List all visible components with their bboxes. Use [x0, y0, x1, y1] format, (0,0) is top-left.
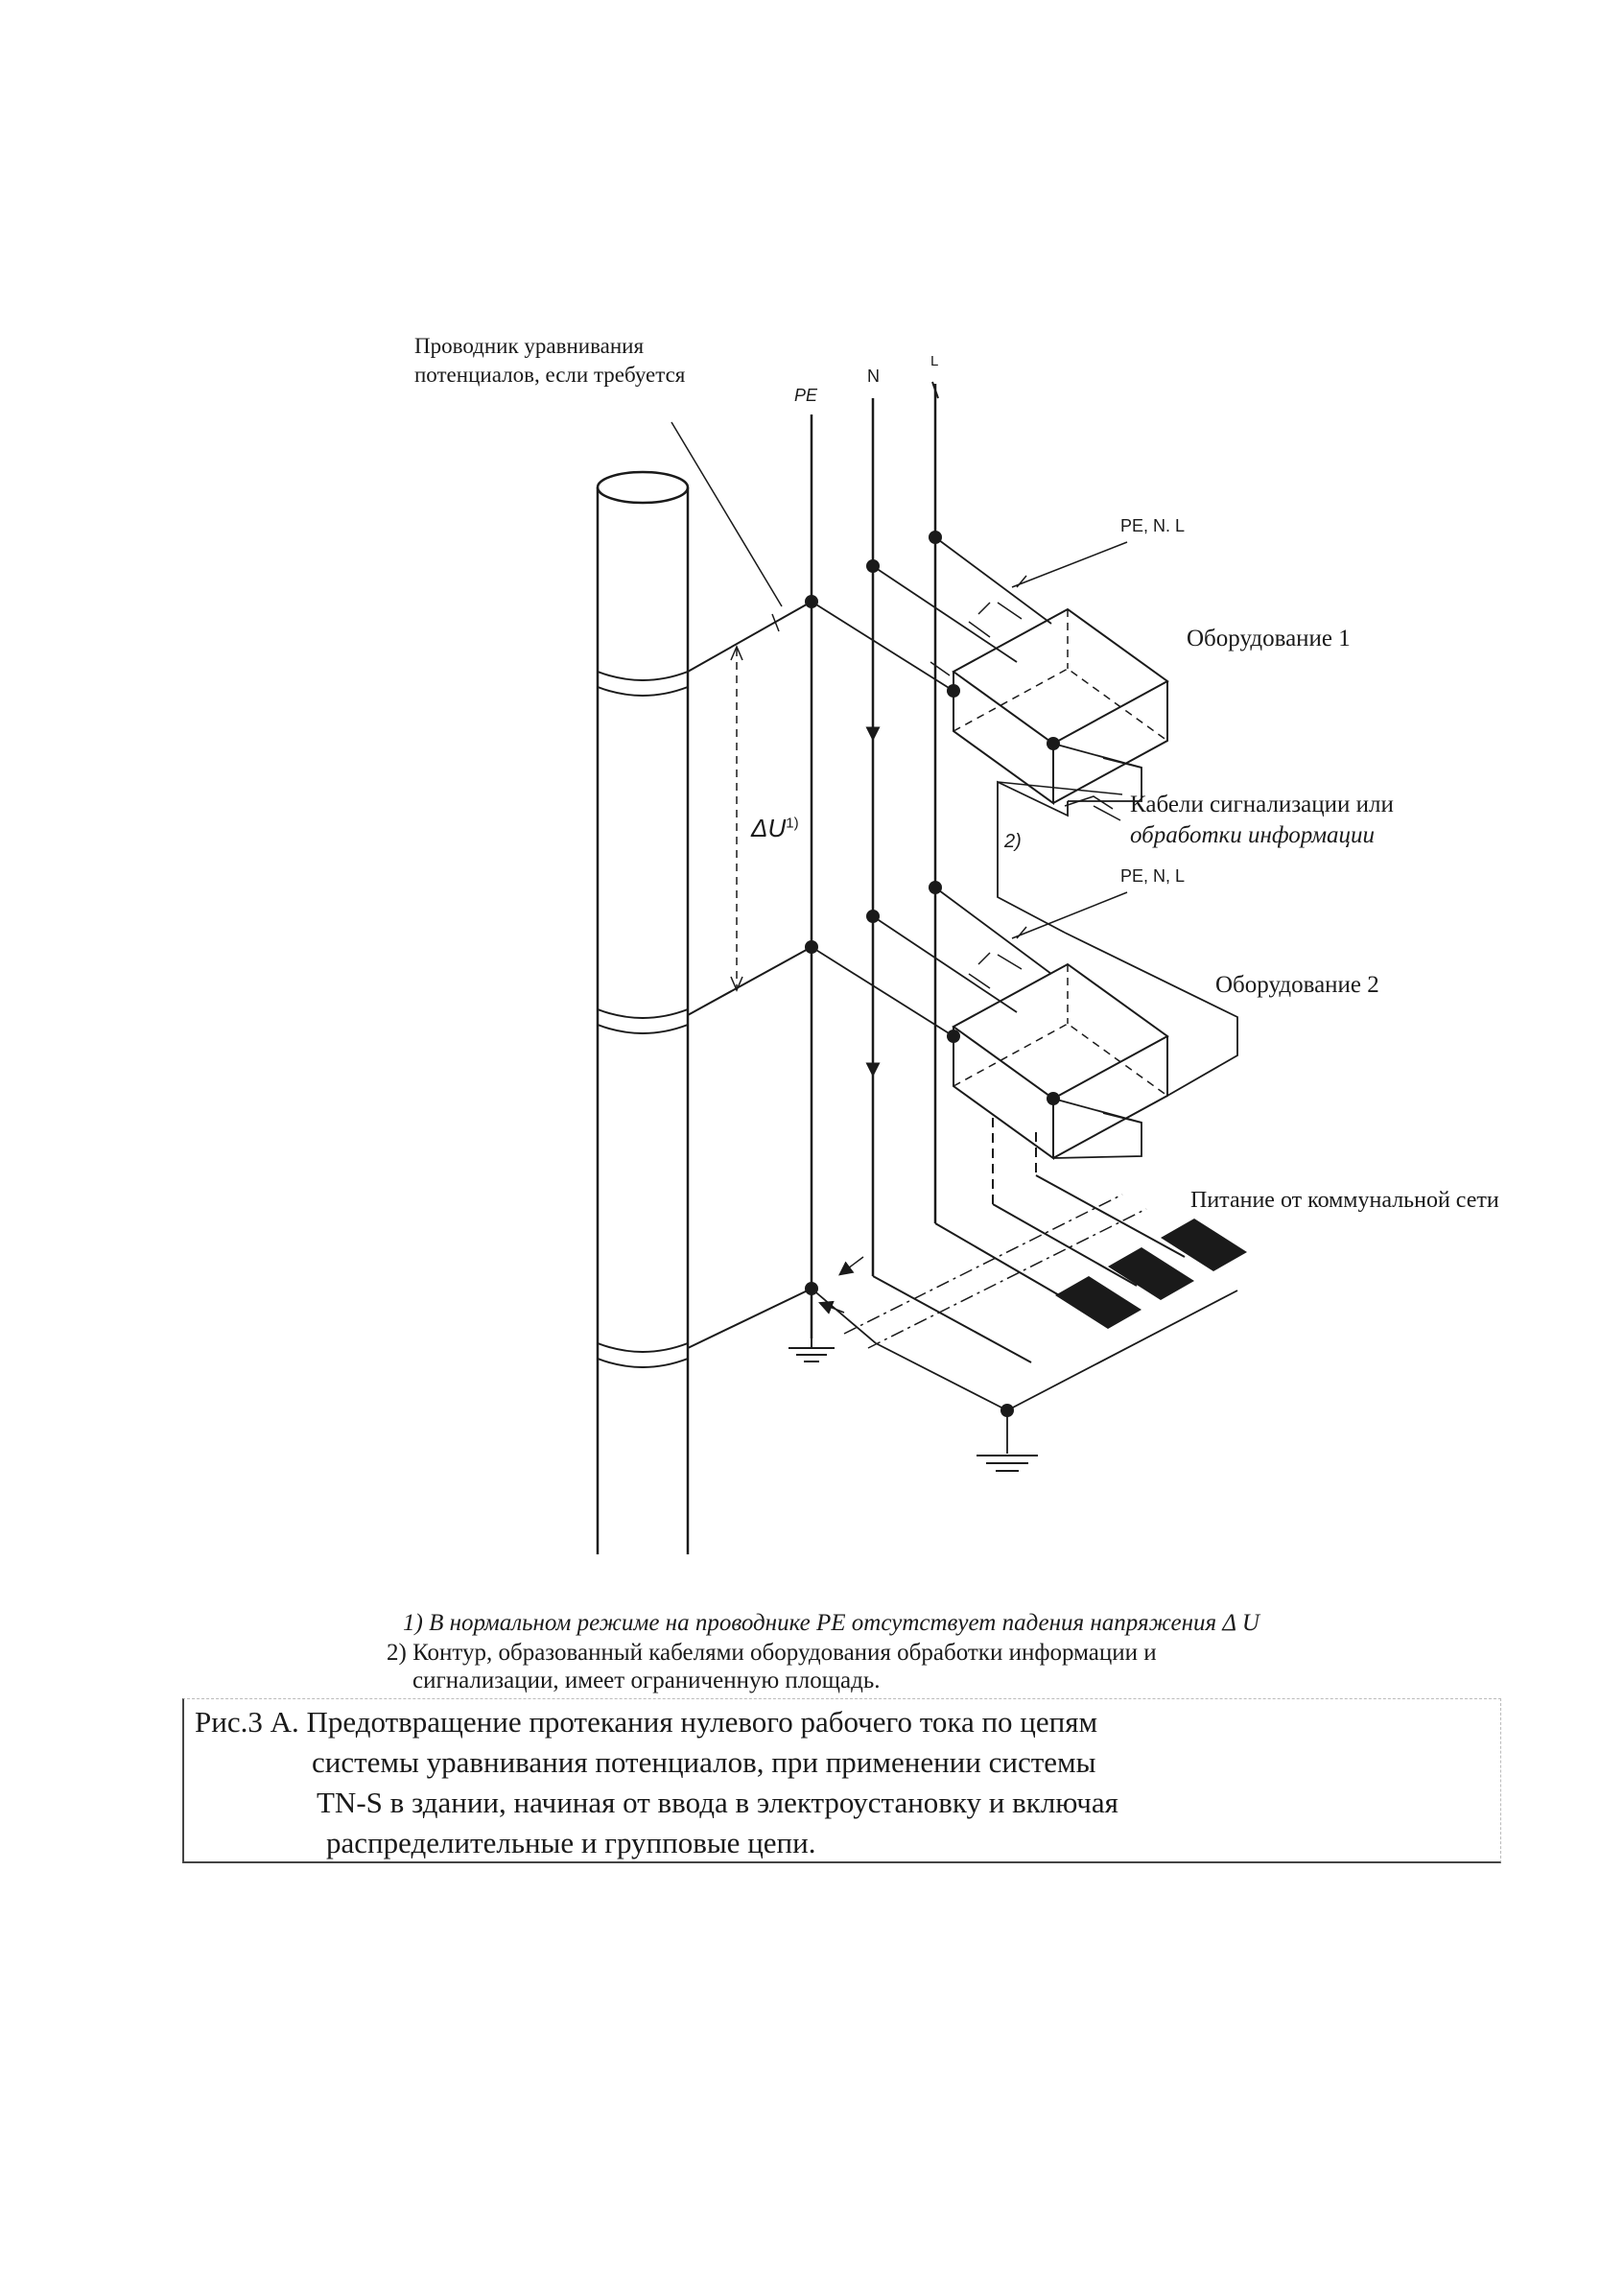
equipment-2-terminal-pe	[947, 1030, 960, 1043]
junction-pe-middle	[805, 940, 818, 954]
equalizing-conductor-label-line1: Проводник уравнивания	[414, 334, 645, 358]
pe-n-l-label-bottom: PE, N, L	[1120, 866, 1186, 886]
equipment-2-label: Оборудование 2	[1215, 972, 1379, 998]
figure-caption-line3: TN-S в здании, начиная от ввода в электр…	[317, 1786, 1118, 1819]
equalizing-conductor-label-line2: потенциалов, если требуется	[414, 363, 686, 387]
n-label: N	[867, 367, 880, 386]
junction-n-top	[866, 559, 880, 573]
column-clamp-bottom	[597, 1342, 689, 1368]
junction-pe-top	[805, 595, 818, 608]
l-conductor-tick	[931, 381, 939, 399]
signal-cables-label-line2: обработки информации	[1130, 822, 1376, 848]
junction-l-top	[929, 531, 942, 544]
pe-n-l-label-top: PE, N. L	[1120, 516, 1186, 535]
equalizing-link-top	[687, 601, 812, 673]
loop-marker-label: 2)	[1004, 831, 1022, 852]
equalizing-link-middle	[687, 946, 812, 1016]
delta-u-label: ΔU1)	[751, 814, 799, 843]
junction-star-point	[1000, 1404, 1014, 1417]
figure-caption-box	[182, 1698, 1501, 1863]
column-clamp-top	[597, 671, 689, 697]
junction-pe-bottom	[805, 1282, 818, 1295]
footnote-2-line1: 2) Контур, образованный кабелями оборудо…	[387, 1640, 1157, 1666]
building-column	[596, 470, 690, 1554]
equipment-2-terminal-signal	[1047, 1092, 1060, 1105]
utility-supply-label: Питание от коммунальной сети	[1190, 1188, 1499, 1213]
equipment-1-terminal-pe	[947, 684, 960, 698]
delta-u-symbol: ΔU	[751, 814, 787, 842]
equipment-1-label: Оборудование 1	[1187, 626, 1351, 651]
pe-earth-symbol	[788, 1338, 835, 1362]
figure-caption-line4: распределительные и групповые цепи.	[326, 1826, 816, 1859]
junction-l-middle	[929, 881, 942, 894]
l-label: L	[930, 353, 939, 369]
equipment-2-box	[952, 962, 1169, 1160]
utility-supply-cables	[843, 1118, 1186, 1363]
supply-busbars	[1055, 1219, 1247, 1329]
equalizing-link-bottom	[687, 1288, 812, 1349]
equalizing-label-leader	[671, 421, 783, 607]
figure-caption-line2: системы уравнивания потенциалов, при при…	[312, 1745, 1096, 1779]
footnote-1: 1) В нормальном режиме на проводнике PE …	[403, 1610, 1259, 1636]
footnote-2-line2: сигнализации, имеет ограниченную площадь…	[412, 1668, 881, 1693]
signal-cables-label-line1: Кабели сигнализации или	[1130, 792, 1394, 817]
supply-earth-symbol	[977, 1455, 1038, 1472]
delta-u-superscript: 1)	[786, 815, 799, 832]
pe-label: PE	[794, 386, 818, 405]
junction-n-middle	[866, 910, 880, 923]
column-clamp-middle	[597, 1008, 689, 1034]
figure-caption-line1: Рис.3 А. Предотвращение протекания нулев…	[195, 1705, 1098, 1739]
equipment-1-box	[952, 607, 1169, 805]
equipment-1-terminal-signal	[1047, 737, 1060, 750]
signal-cable-loop	[997, 780, 1069, 934]
